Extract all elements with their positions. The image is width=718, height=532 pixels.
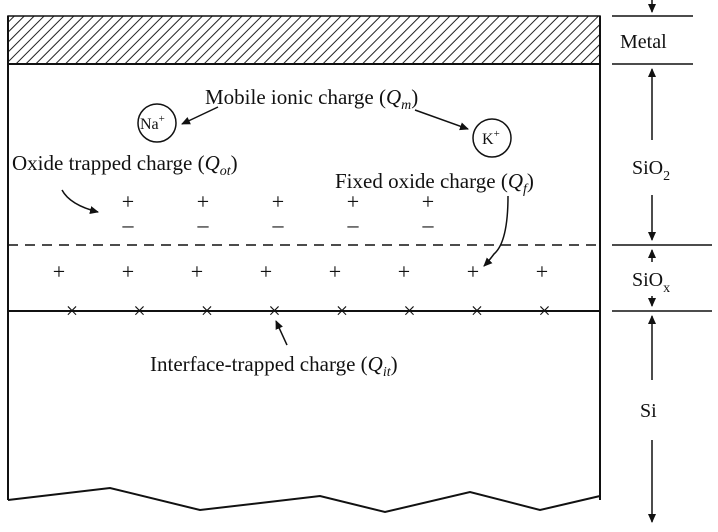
fixed-plus: +	[191, 259, 203, 284]
interface-cross: ×	[471, 298, 483, 323]
arrow-to-na	[181, 106, 219, 125]
arrow-fixed-oxide	[483, 195, 509, 267]
sio2-label: SiO2	[632, 157, 670, 184]
metal-label: Metal	[620, 31, 667, 53]
fixed-plus: +	[398, 259, 410, 284]
trapped-minus: –	[272, 212, 285, 237]
interface-cross: ×	[538, 298, 550, 323]
interface-cross: ×	[66, 298, 78, 323]
oxide-trapped-charges: +–+–+–+–+–	[122, 189, 435, 237]
trapped-minus: –	[122, 212, 135, 237]
na-ion-label: Na+	[140, 113, 165, 133]
fixed-oxide-charges: + + + + + + + +	[53, 259, 548, 284]
interface-traps: × × × × × × × ×	[66, 298, 551, 323]
k-ion-circle	[472, 118, 512, 158]
fixed-plus: +	[467, 259, 479, 284]
interface-trapped-charge-label: Interface-trapped charge (Qit)	[150, 352, 398, 380]
interface-cross: ×	[133, 298, 145, 323]
trapped-plus: +	[272, 189, 284, 214]
si-label: Si	[640, 400, 657, 422]
trapped-minus: –	[347, 212, 360, 237]
substrate-break-line	[7, 486, 601, 514]
oxide-trapped-charge-label: Oxide trapped charge (Qot)	[12, 151, 238, 179]
fixed-oxide-charge-label: Fixed oxide charge (Qf)	[335, 169, 534, 197]
trapped-minus: –	[197, 212, 210, 237]
trapped-plus: +	[122, 189, 134, 214]
fixed-plus: +	[260, 259, 272, 284]
arrow-interface-trapped	[275, 320, 288, 346]
mobile-ionic-charge-label: Mobile ionic charge (Qm)	[205, 85, 418, 113]
trapped-plus: +	[197, 189, 209, 214]
arrow-oxide-trapped	[61, 189, 99, 214]
na-ion-circle	[137, 103, 177, 143]
metal-layer	[7, 15, 601, 65]
interface-cross: ×	[201, 298, 213, 323]
k-ion-label: K+	[482, 128, 500, 148]
interface-cross: ×	[403, 298, 415, 323]
fixed-plus: +	[122, 259, 134, 284]
trapped-plus: +	[347, 189, 359, 214]
interface-cross: ×	[336, 298, 348, 323]
fixed-plus: +	[329, 259, 341, 284]
fixed-plus: +	[53, 259, 65, 284]
arrow-to-k	[414, 109, 469, 131]
fixed-plus: +	[536, 259, 548, 284]
trapped-minus: –	[422, 212, 435, 237]
interface-cross: ×	[268, 298, 280, 323]
siox-label: SiOx	[632, 269, 670, 296]
trapped-plus: +	[422, 189, 434, 214]
